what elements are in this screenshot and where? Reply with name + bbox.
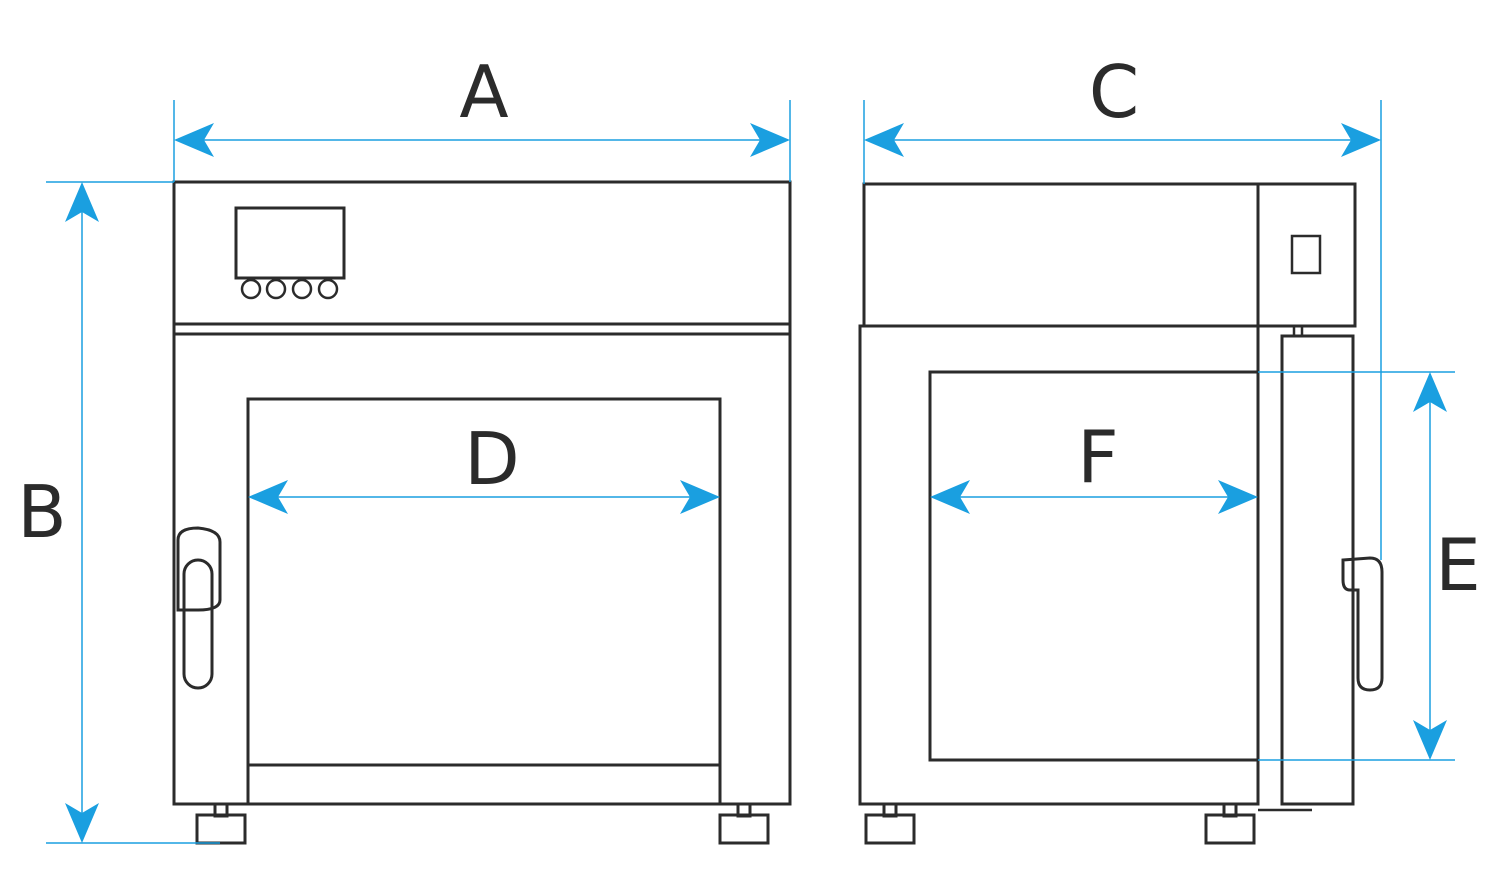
- side-control-box: [1256, 182, 1357, 328]
- door-handle-icon: [176, 526, 222, 690]
- side-top-section: [862, 182, 1260, 328]
- control-panel-icon: [234, 206, 346, 300]
- label-e: E: [1435, 523, 1481, 607]
- side-control-display: [1290, 234, 1322, 275]
- foot-pad: [1204, 813, 1256, 845]
- foot-icon: [864, 802, 916, 845]
- label-a: A: [459, 50, 508, 134]
- label-d: D: [464, 417, 519, 501]
- side-body-outline: [858, 324, 1260, 806]
- foot-icon: [195, 802, 247, 845]
- control-knob: [317, 278, 339, 300]
- label-c: C: [1089, 50, 1139, 134]
- side-view: [858, 182, 1384, 845]
- door-handle-icon: [1341, 556, 1384, 692]
- control-knob: [240, 278, 262, 300]
- foot-pad: [195, 813, 247, 845]
- foot-pad: [864, 813, 916, 845]
- front-view: [172, 180, 792, 845]
- handle-grip: [182, 558, 214, 690]
- control-knob: [265, 278, 287, 300]
- label-b: B: [17, 470, 66, 554]
- front-door-window: [246, 397, 722, 806]
- label-f: F: [1077, 415, 1118, 499]
- display-screen: [234, 206, 346, 280]
- dimension-lines: [46, 100, 1455, 844]
- handle-plate: [176, 526, 222, 612]
- side-handle-grip: [1341, 556, 1384, 692]
- control-knob: [291, 278, 313, 300]
- foot-icon: [1204, 802, 1256, 845]
- side-chamber: [928, 370, 1260, 762]
- side-door-panel: [1280, 334, 1355, 806]
- foot-pad: [718, 813, 770, 845]
- foot-icon: [718, 802, 770, 845]
